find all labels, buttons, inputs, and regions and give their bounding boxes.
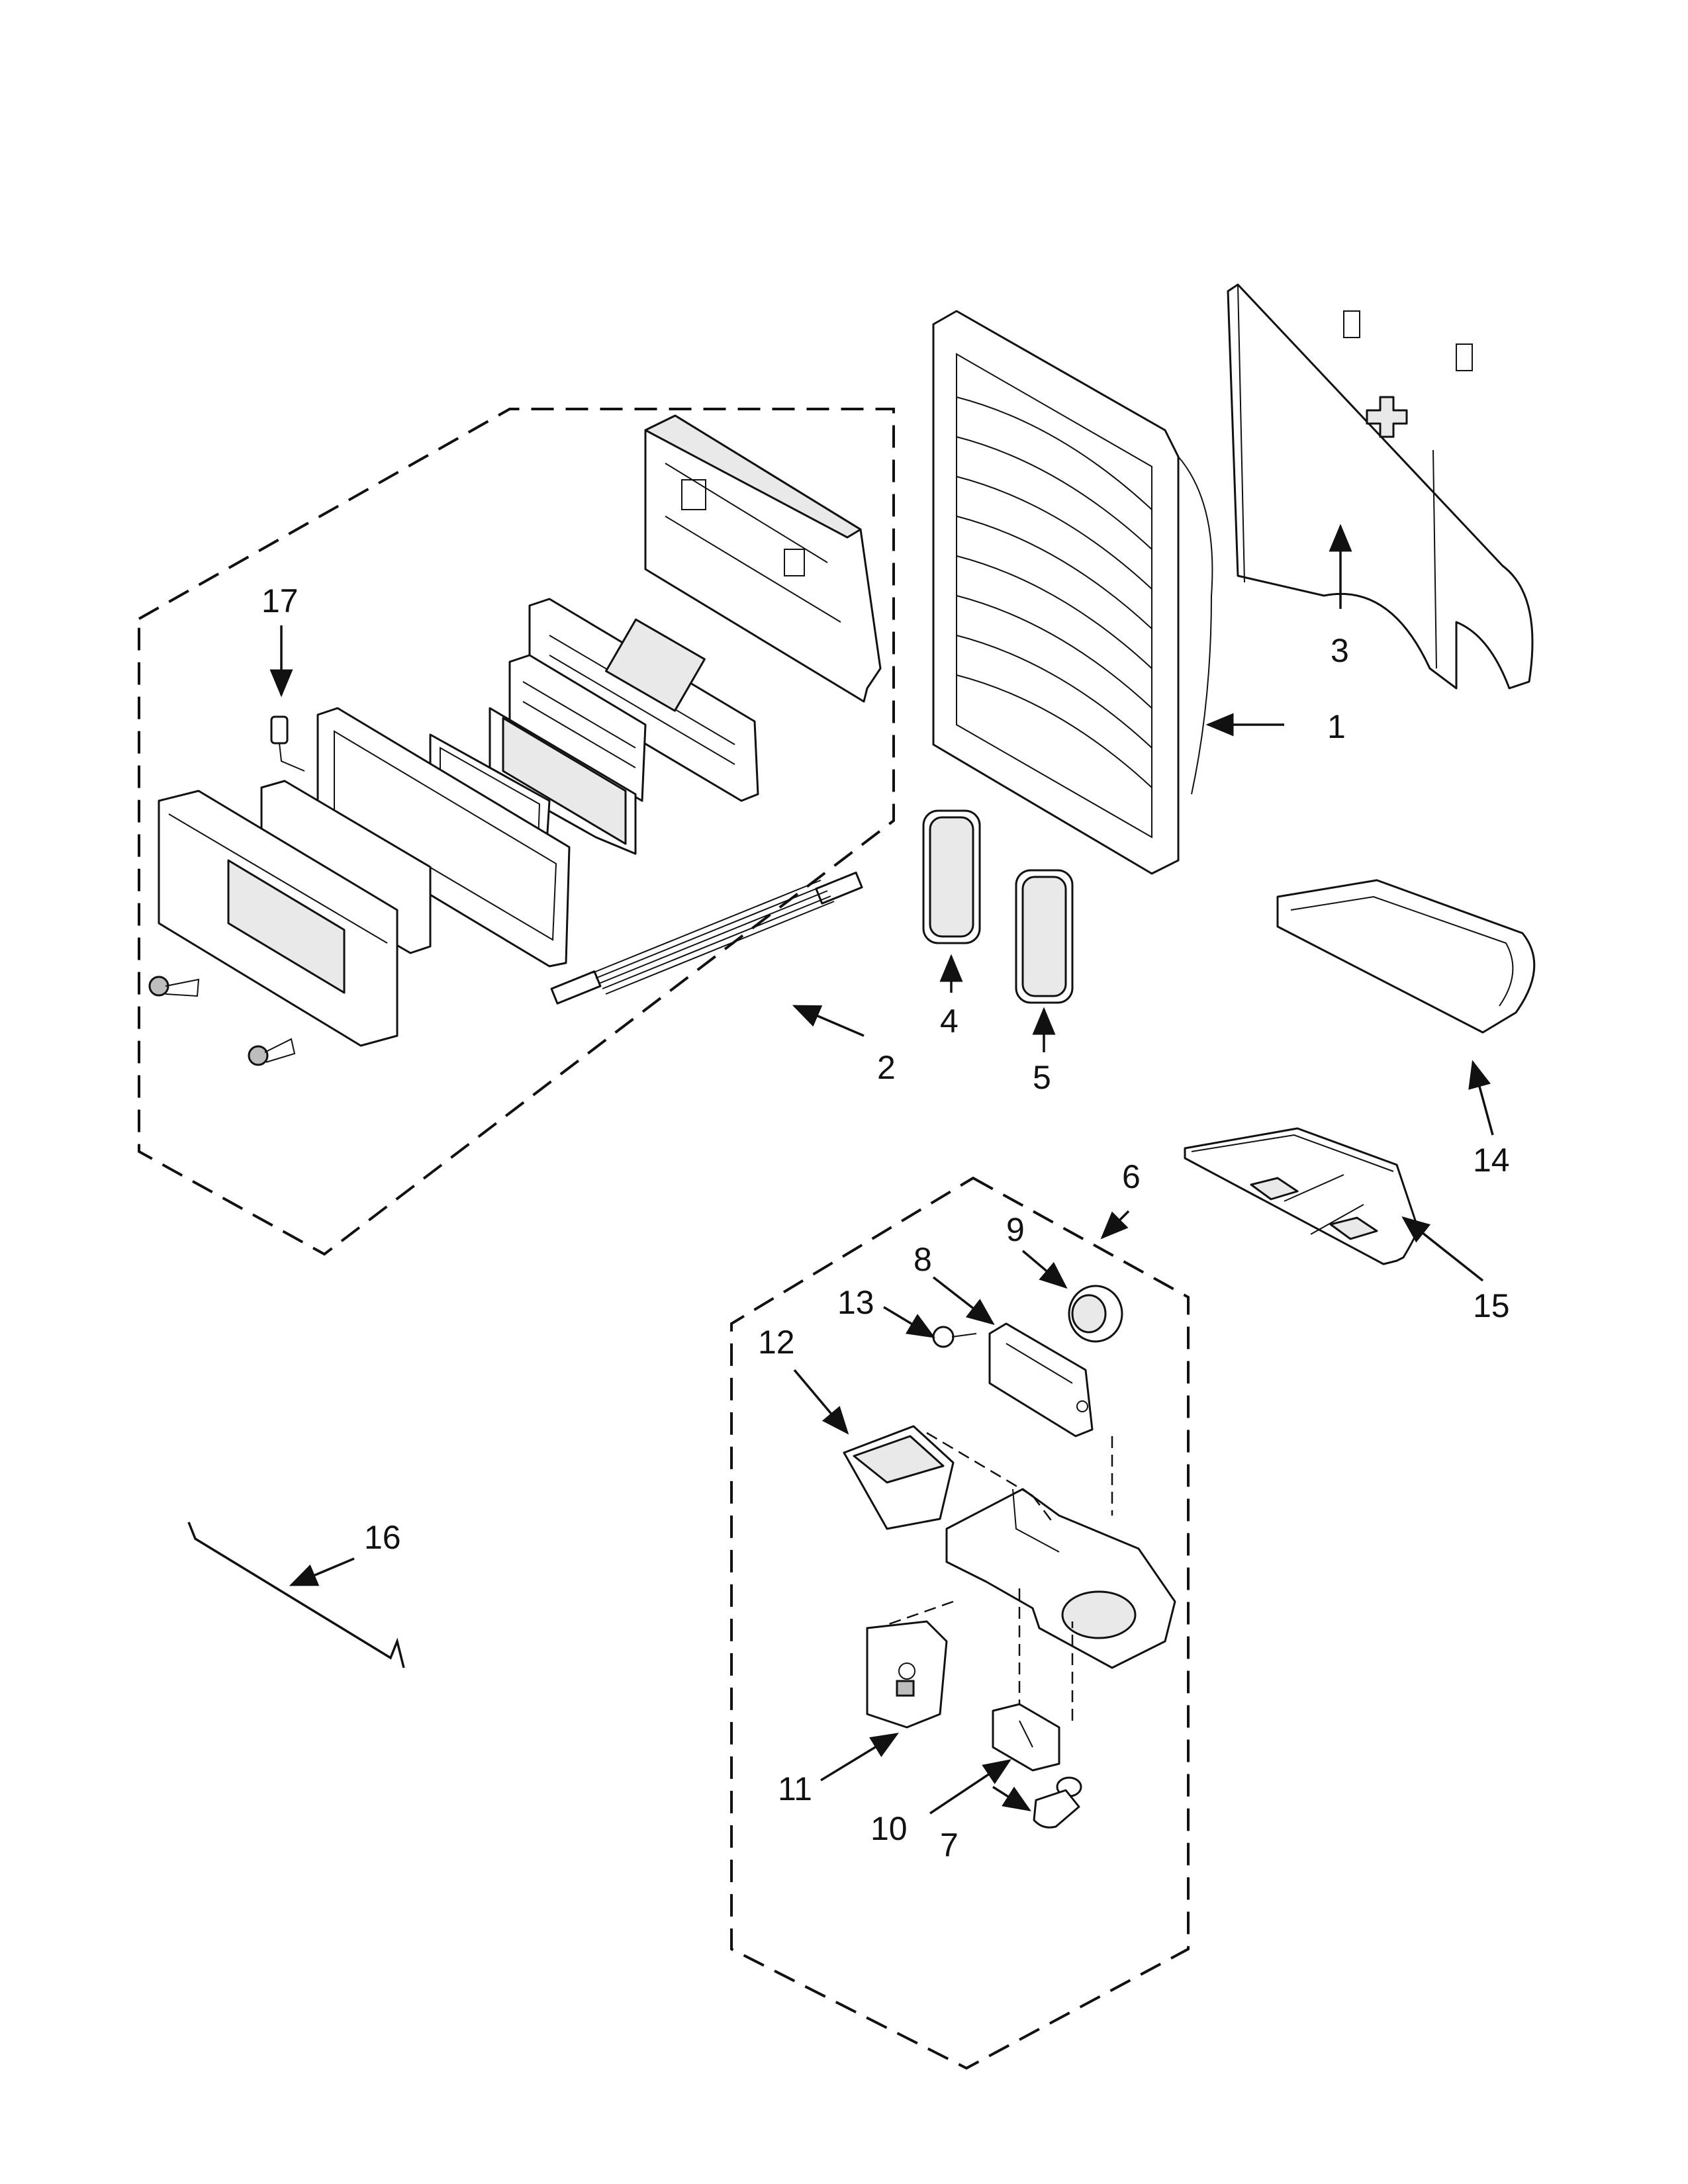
chute-part-12[interactable] [843,1425,955,1530]
callout-14: 14 [1473,1142,1510,1179]
knob-part-9[interactable] [1068,1285,1123,1343]
cover-shell-part-3[interactable] [1227,283,1534,690]
callout-10: 10 [870,1810,908,1847]
callout-9: 9 [1006,1211,1025,1248]
dispenser-housing-part-1[interactable] [932,310,1213,875]
bracket-part-8[interactable] [988,1322,1094,1437]
callout-13: 13 [837,1284,874,1321]
grille-part-15[interactable] [1184,1127,1419,1265]
callout-16: 16 [364,1519,401,1556]
display-panel-part[interactable] [489,707,637,855]
gasket-part-4[interactable] [922,809,981,944]
callout-6: 6 [1122,1158,1141,1195]
callout-1: 1 [1327,708,1346,745]
dispenser-body-part[interactable] [945,1488,1176,1669]
assembly-2-boundary [138,408,895,1256]
front-fascia-part[interactable] [158,790,399,1047]
callout-3: 3 [1331,632,1349,669]
wire-harness-part[interactable] [550,872,863,1005]
callout-7: 7 [940,1827,959,1864]
screw-part[interactable] [248,1038,296,1066]
callout-4: 4 [940,1003,959,1040]
callout-8: 8 [914,1241,932,1278]
tray-part-14[interactable] [1276,879,1536,1034]
clip-part-17[interactable] [270,715,305,772]
elbow-fitting-part-7[interactable] [1033,1776,1082,1829]
control-housing-part[interactable] [644,414,882,703]
screw-part[interactable] [148,976,200,997]
callout-12: 12 [758,1324,795,1361]
control-board-part[interactable] [528,598,759,802]
leader-lines [269,523,1494,1815]
alignment-line [886,1432,1113,1721]
wire-rod-part-16[interactable] [187,1522,405,1668]
gasket-part-5[interactable] [1015,869,1074,1004]
callout-15: 15 [1473,1287,1510,1324]
assembly-6-boundary [730,1176,1190,2070]
callout-17: 17 [261,582,299,619]
pin-part-13[interactable] [932,1326,977,1348]
callout-2: 2 [877,1049,896,1086]
switch-part-10[interactable] [992,1703,1060,1772]
callout-5: 5 [1033,1059,1051,1096]
cover-part-11[interactable] [866,1620,948,1729]
control-board-part[interactable] [508,654,647,802]
callout-11: 11 [778,1770,812,1807]
